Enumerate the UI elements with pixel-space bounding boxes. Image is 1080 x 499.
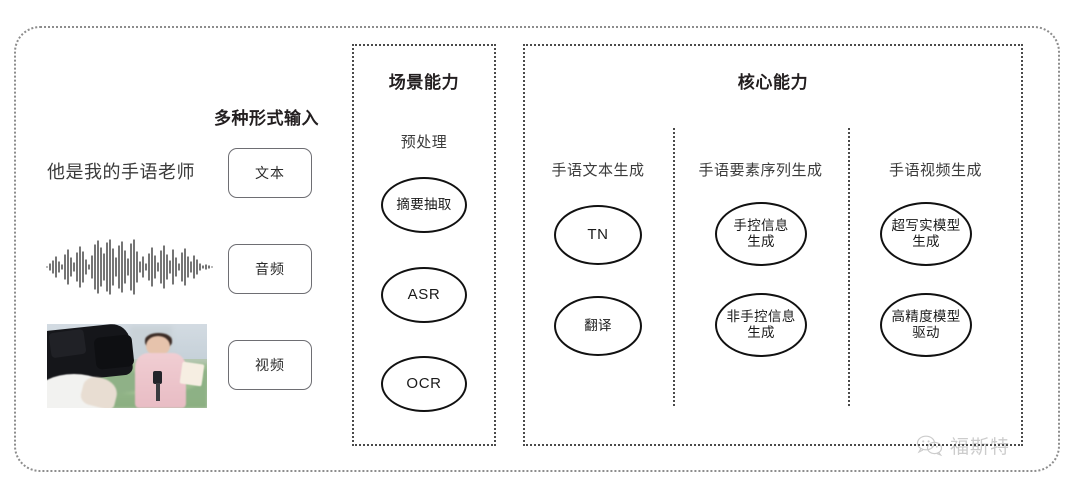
node-label: 翻译 bbox=[584, 318, 612, 334]
node-label: ASR bbox=[407, 286, 441, 304]
scene-capability-subtitle: 预处理 bbox=[400, 134, 448, 151]
node-photorealistic-model-generation[interactable]: 超写实模型生成 bbox=[880, 202, 972, 266]
modality-label-text: 文本 bbox=[255, 165, 285, 181]
modality-box-video[interactable]: 视频 bbox=[228, 340, 312, 390]
modality-box-audio[interactable]: 音频 bbox=[228, 244, 312, 294]
node-label: 手控信息生成 bbox=[733, 218, 789, 249]
node-non-manual-signal-generation[interactable]: 非手控信息生成 bbox=[715, 293, 807, 357]
wechat-icon bbox=[916, 435, 944, 457]
input-section-title: 多种形式输入 bbox=[214, 109, 319, 128]
node-label: OCR bbox=[406, 375, 442, 393]
watermark: 福斯特 bbox=[916, 432, 1010, 459]
core-column-label-text-generation: 手语文本生成 bbox=[551, 162, 645, 179]
node-summary-extraction[interactable]: 摘要抽取 bbox=[381, 177, 467, 233]
input-sample-text: 他是我的手语老师 bbox=[47, 162, 195, 182]
modality-label-audio: 音频 bbox=[255, 261, 285, 277]
node-high-precision-model-driving[interactable]: 高精度模型驱动 bbox=[880, 293, 972, 357]
core-capability-title: 核心能力 bbox=[737, 73, 809, 92]
video-thumbnail-icon bbox=[47, 324, 207, 408]
core-column-divider-1 bbox=[673, 128, 675, 406]
core-capability-panel bbox=[523, 44, 1023, 446]
node-ocr[interactable]: OCR bbox=[381, 356, 467, 412]
node-manual-signal-generation[interactable]: 手控信息生成 bbox=[715, 202, 807, 266]
waveform-icon bbox=[44, 238, 216, 296]
scene-capability-title: 场景能力 bbox=[388, 73, 460, 92]
node-translation[interactable]: 翻译 bbox=[554, 296, 642, 356]
node-label: 摘要抽取 bbox=[396, 197, 452, 213]
node-label: 超写实模型生成 bbox=[891, 218, 961, 249]
node-label: 高精度模型驱动 bbox=[891, 309, 961, 340]
modality-label-video: 视频 bbox=[255, 357, 285, 373]
node-label: TN bbox=[587, 226, 609, 244]
outer-frame bbox=[14, 26, 1060, 472]
node-label: 非手控信息生成 bbox=[726, 309, 796, 340]
node-asr[interactable]: ASR bbox=[381, 267, 467, 323]
watermark-text: 福斯特 bbox=[950, 437, 1011, 458]
scene-capability-panel bbox=[352, 44, 496, 446]
core-column-label-element-sequence: 手语要素序列生成 bbox=[698, 162, 823, 179]
core-column-divider-2 bbox=[848, 128, 850, 406]
node-tn[interactable]: TN bbox=[554, 205, 642, 265]
modality-box-text[interactable]: 文本 bbox=[228, 148, 312, 198]
core-column-label-video-generation: 手语视频生成 bbox=[888, 162, 982, 179]
